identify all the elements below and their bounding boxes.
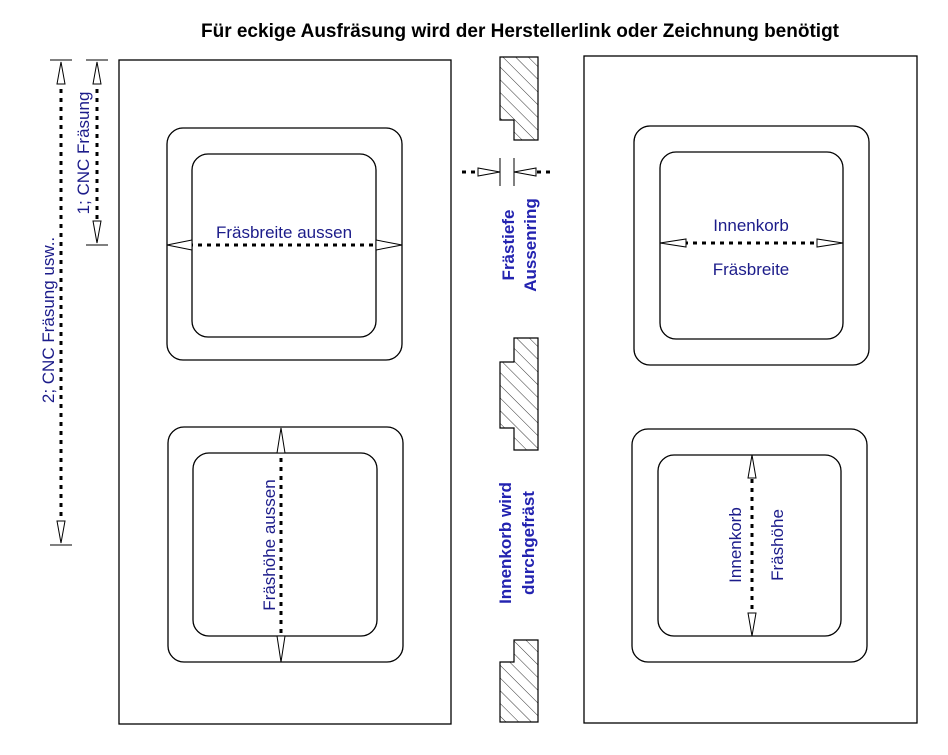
arrow-up-icon: [747, 454, 757, 479]
arrow-left-icon: [166, 239, 193, 251]
left-panel: Fräsbreite aussen Fräshöhe aussen 2; CNC…: [39, 59, 452, 725]
inner-height-label-line2: Fräshöhe: [768, 509, 787, 581]
arrow-up-icon: [276, 427, 286, 454]
through-label-line2: durchgefräst: [519, 491, 538, 595]
arrow-right-icon: [816, 238, 844, 248]
lower-inner-contour: [192, 452, 378, 637]
depth-label-line1: Frästiefe: [499, 210, 518, 281]
arrow-up-icon: [56, 61, 66, 85]
outer-height-label: Fräshöhe aussen: [260, 479, 279, 610]
lower-outer-contour: [631, 428, 868, 663]
arrow-down-icon: [92, 220, 102, 244]
right-panel-border: [583, 55, 918, 724]
upper-inner-contour: [659, 151, 844, 340]
step2-label: 2; CNC Fräsung usw..: [39, 237, 58, 403]
upper-outer-contour: [166, 127, 403, 361]
through-label-line1: Innenkorb wird: [496, 482, 515, 604]
arrow-down-icon: [56, 520, 66, 544]
left-panel-border: [118, 59, 452, 725]
arrow-right-icon: [375, 239, 403, 251]
right-panel: Innenkorb Fräsbreite Innenkorb Fräshöhe: [583, 55, 918, 724]
diagram-title: Für eckige Ausfräsung wird der Herstelle…: [201, 21, 840, 42]
cross-section: Frästiefe Aussenring Innenkorb wird durc…: [462, 56, 552, 723]
lower-inner-contour: [657, 454, 842, 637]
arrow-down-icon: [747, 612, 757, 637]
depth-label-line2: Aussenring: [521, 198, 540, 292]
section-piece-top: [499, 56, 539, 141]
section-piece-bottom: [499, 639, 539, 723]
section-piece-middle: [499, 337, 539, 451]
inner-width-label-line2: Fräsbreite: [713, 260, 790, 279]
arrow-down-icon: [276, 635, 286, 663]
arrow-left-icon: [513, 167, 537, 177]
arrow-left-icon: [659, 238, 687, 248]
arrow-right-icon: [477, 167, 501, 177]
arrow-up-icon: [92, 61, 102, 85]
inner-height-label-line1: Innenkorb: [726, 507, 745, 583]
lower-outer-contour: [167, 426, 404, 663]
upper-outer-contour: [633, 125, 870, 366]
outer-width-label: Fräsbreite aussen: [216, 223, 352, 242]
inner-width-label-line1: Innenkorb: [713, 216, 789, 235]
step1-label: 1; CNC Fräsung: [74, 92, 93, 215]
